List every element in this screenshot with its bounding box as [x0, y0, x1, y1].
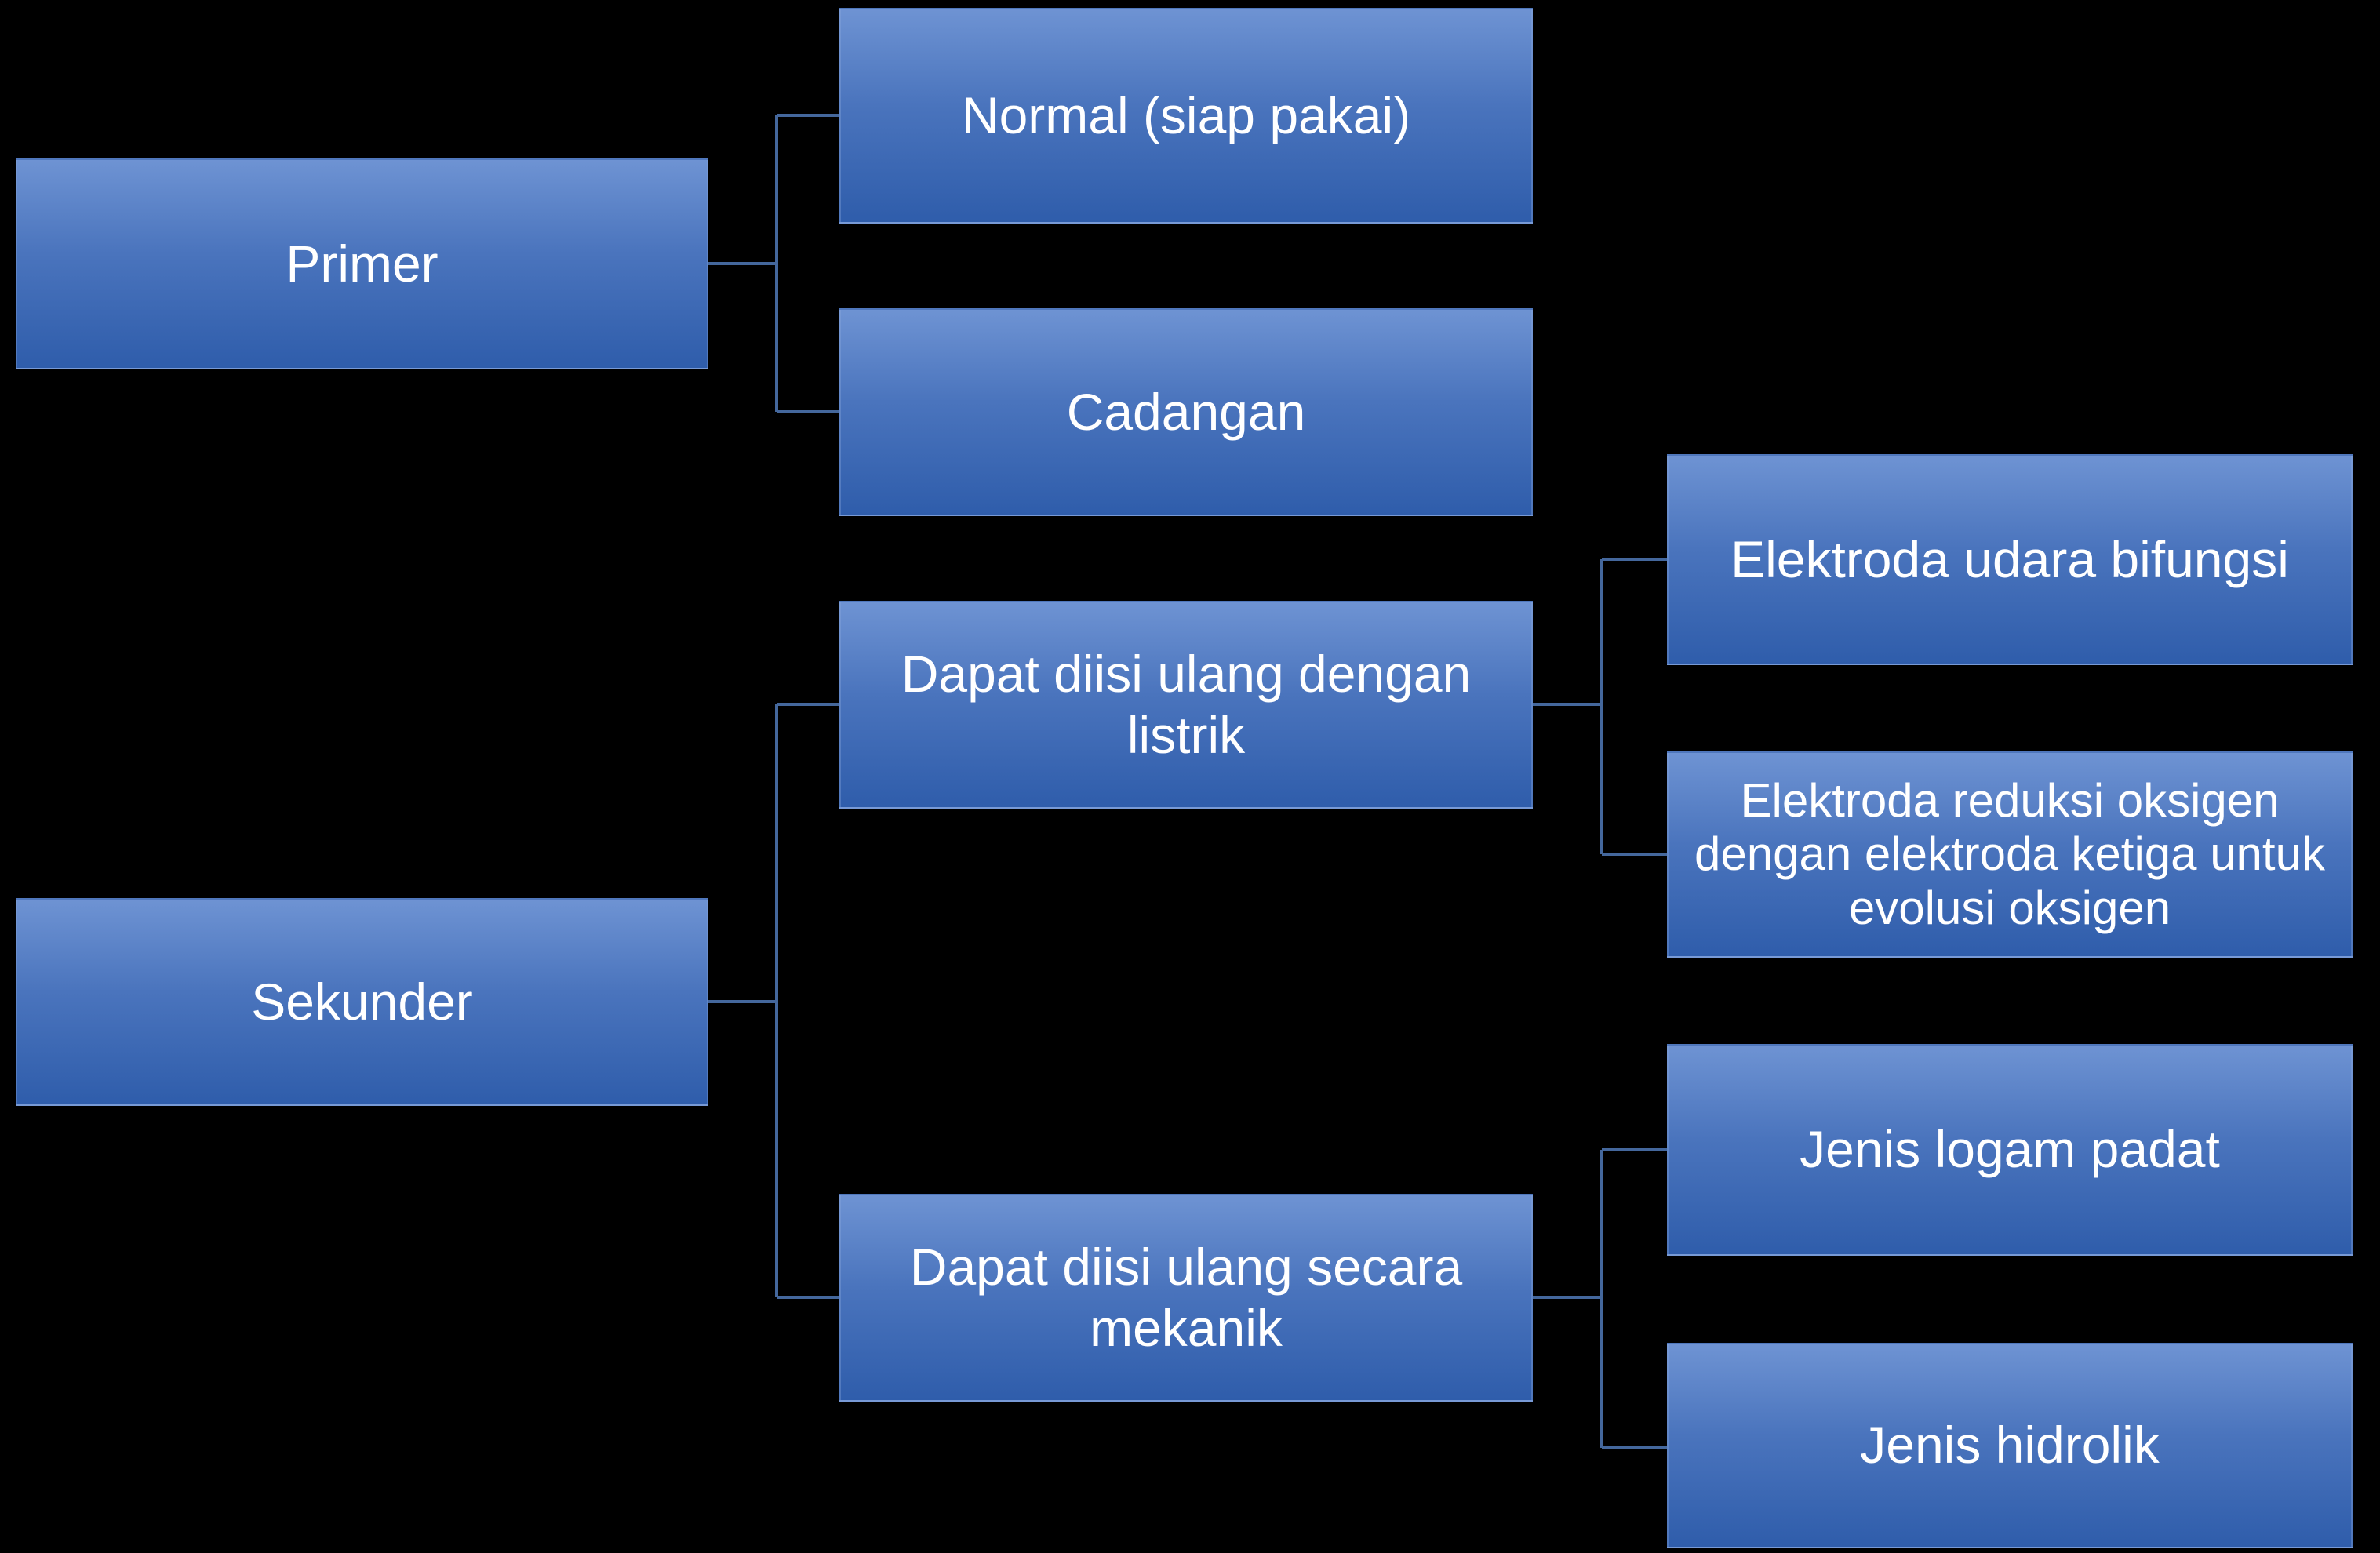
- node-cadangan-label: Cadangan: [1066, 382, 1306, 441]
- node-normal-label: Normal (siap pakai): [961, 85, 1411, 144]
- node-sekunder: Sekunder: [16, 898, 708, 1106]
- connector-mekanik-children: [1533, 1148, 1667, 1449]
- node-listrik-label: Dapat diisi ulang dengan listrik: [901, 644, 1472, 764]
- node-elektroda-reduksi-oksigen: Elektroda reduksi oksigen dengan elektro…: [1667, 751, 2353, 958]
- node-reduksi-label: Elektroda reduksi oksigen dengan elektro…: [1694, 773, 2325, 934]
- node-elektroda-udara-bifungsi: Elektroda udara bifungsi: [1667, 454, 2353, 665]
- node-hidrolik-label: Jenis hidrolik: [1860, 1416, 2160, 1475]
- connector-sekunder-children: [708, 703, 839, 1299]
- node-jenis-hidrolik: Jenis hidrolik: [1667, 1343, 2353, 1548]
- node-mekanik-label: Dapat diisi ulang secara mekanik: [909, 1237, 1463, 1357]
- node-bifungsi-label: Elektroda udara bifungsi: [1730, 529, 2289, 588]
- connector-listrik-children: [1533, 558, 1667, 856]
- node-dapat-diisi-ulang-listrik: Dapat diisi ulang dengan listrik: [839, 601, 1533, 809]
- node-primer-label: Primer: [286, 234, 439, 293]
- connector-primer-children: [708, 114, 839, 413]
- node-primer: Primer: [16, 158, 708, 369]
- node-normal-siap-pakai: Normal (siap pakai): [839, 8, 1533, 224]
- node-sekunder-label: Sekunder: [251, 972, 473, 1031]
- node-logam-label: Jenis logam padat: [1800, 1120, 2220, 1179]
- node-dapat-diisi-ulang-mekanik: Dapat diisi ulang secara mekanik: [839, 1194, 1533, 1402]
- node-jenis-logam-padat: Jenis logam padat: [1667, 1044, 2353, 1256]
- node-cadangan: Cadangan: [839, 308, 1533, 516]
